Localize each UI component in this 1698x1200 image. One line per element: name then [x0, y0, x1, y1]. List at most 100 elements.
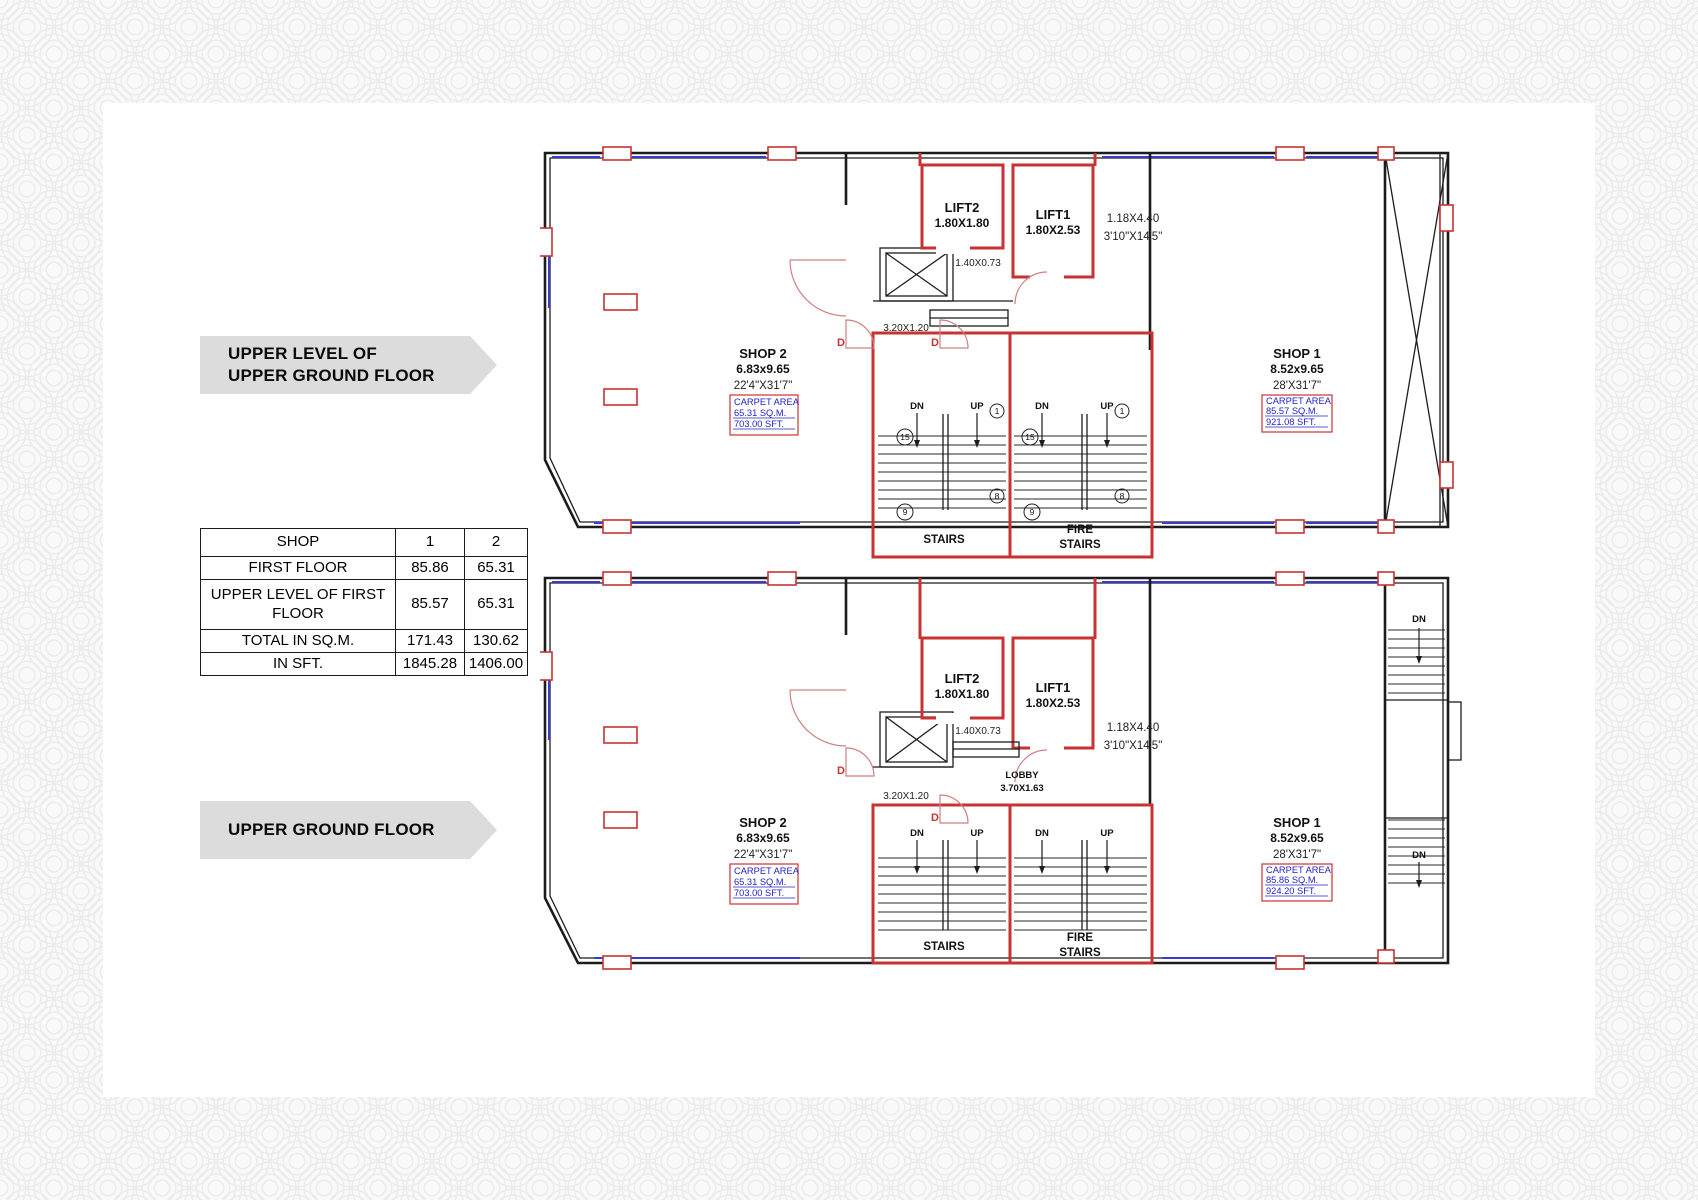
carpet-area-line: 65.31 SQ.M.: [734, 877, 786, 887]
table-row-in-sft: IN SFT. 1845.28 1406.00: [200, 652, 528, 676]
shop2-annotation: SHOP 2 6.83x9.65 22'4"X31'7" CARPET AREA…: [729, 815, 800, 905]
entry-size-label: 3.20X1.20: [883, 323, 929, 334]
passage-size-ft-label: 3'10"X14'5": [1104, 740, 1163, 752]
step-number: 15: [1025, 432, 1035, 442]
shop2-size-m: 6.83x9.65: [736, 831, 790, 845]
lift1-size: 1.80X2.53: [1026, 223, 1081, 237]
columns: [540, 146, 1454, 534]
shop2-annotation: SHOP 2 6.83x9.65 22'4"X31'7" CARPET AREA…: [729, 346, 800, 436]
stairs-dn-label: DN: [910, 828, 924, 839]
carpet-area-box: [1261, 394, 1333, 433]
lift-rooms: [918, 153, 1097, 283]
lift2-door-gap: [936, 713, 970, 724]
step-number: 1: [1120, 406, 1125, 416]
table-row-first-floor: FIRST FLOOR 85.86 65.31: [200, 556, 528, 580]
door-label: D: [837, 337, 845, 349]
fire-stairs-dn-label: DN: [1035, 401, 1049, 412]
fire-stairs-label: STAIRS: [1059, 947, 1101, 959]
door-label: D: [931, 812, 939, 824]
shop1-size-ft: 28'X31'7": [1273, 380, 1321, 392]
door-swings: [789, 689, 1048, 824]
lift1-door-gap: [1030, 743, 1064, 754]
fire-stairs-dn-label: DN: [1035, 828, 1049, 839]
carpet-area-box: [729, 394, 799, 436]
stairs-up-label: UP: [970, 828, 984, 839]
shop2-size-ft: 22'4"X31'7": [734, 849, 793, 861]
outer-walls: [543, 576, 1450, 965]
step-number: 9: [1030, 507, 1035, 517]
fire-stairs-up-label: UP: [1100, 828, 1114, 839]
carpet-area-line: CARPET AREA: [1266, 865, 1332, 875]
carpet-area-line: CARPET AREA: [1266, 396, 1332, 406]
fire-stairs-up-label: UP: [1100, 401, 1114, 412]
lift1-label: LIFT1: [1036, 680, 1071, 695]
columns: [540, 571, 1395, 970]
lift-rooms: [918, 578, 1097, 754]
outer-walls: [543, 151, 1450, 529]
carpet-area-box: [1261, 863, 1333, 902]
passage-size-m-label: 1.18X4.40: [1107, 213, 1159, 225]
table-row-total-sqm: TOTAL IN SQ.M. 171.43 130.62: [200, 629, 528, 653]
stair-treads: [878, 414, 1147, 510]
stair-direction-arrows: [914, 413, 1110, 448]
step-number: 9: [903, 507, 908, 517]
stairs-label: STAIRS: [923, 941, 965, 953]
door-label: D: [837, 765, 845, 777]
external-stair-dn-label: DN: [1412, 850, 1426, 861]
carpet-area-line: CARPET AREA: [734, 397, 800, 407]
floor-plan-upper-level: DN UP DN UP 15 1 9 8 15 1 9 8 STAIRS FIR…: [540, 146, 1454, 559]
shop2-label: SHOP 2: [739, 346, 786, 361]
table-row-upper-level: UPPER LEVEL OF FIRST FLOOR 85.57 65.31: [200, 579, 528, 630]
banner-upper-level-of-upper-ground-floor: UPPER LEVEL OF UPPER GROUND FLOOR: [200, 336, 497, 394]
carpet-area-line: 703.00 SFT.: [734, 888, 784, 898]
step-numbers: 15 1 9 8 15 1 9 8: [896, 403, 1130, 521]
shop1-label: SHOP 1: [1273, 346, 1320, 361]
row-value: 171.43: [395, 629, 465, 653]
lift2-label: LIFT2: [945, 671, 980, 686]
interior-walls: [844, 153, 1152, 350]
stairs-dn-label: DN: [910, 401, 924, 412]
row-label: UPPER LEVEL OF FIRST FLOOR: [200, 579, 396, 630]
duct-size-label: 1.40X0.73: [955, 726, 1001, 737]
lift1-label: LIFT1: [1036, 207, 1071, 222]
lift2-door-gap: [936, 242, 970, 254]
banner-line: UPPER GROUND FLOOR: [228, 819, 435, 839]
stair-core-walls: [871, 331, 1154, 559]
row-value: 130.62: [464, 629, 528, 653]
door-swings: [789, 259, 1048, 349]
shop-area-table: SHOP 1 2 FIRST FLOOR 85.86 65.31 UPPER L…: [200, 528, 528, 676]
carpet-area-line: 85.57 SQ.M.: [1266, 406, 1318, 416]
lift2-size: 1.80X1.80: [935, 216, 990, 230]
fire-stairs-label: FIRE: [1067, 932, 1094, 944]
lobby-size: 3.70X1.63: [1000, 783, 1043, 794]
lobby-label: LOBBY: [1005, 770, 1039, 781]
step-number: 8: [1120, 491, 1125, 501]
stair-direction-arrows: [914, 840, 1110, 874]
row-value: 85.57: [395, 579, 465, 630]
stair-core-walls: [871, 803, 1154, 965]
carpet-area-line: 85.86 SQ.M.: [1266, 875, 1318, 885]
step-number: 15: [900, 432, 910, 442]
row-value: 65.31: [464, 556, 528, 580]
row-value: 85.86: [395, 556, 465, 580]
shop1-size-m: 8.52x9.65: [1270, 362, 1324, 376]
table-header-row: SHOP 1 2: [200, 528, 528, 557]
row-label: TOTAL IN SQ.M.: [200, 629, 396, 653]
banner-line: UPPER GROUND FLOOR: [228, 366, 435, 385]
carpet-area-line: CARPET AREA: [734, 866, 800, 876]
row-value: 1845.28: [395, 652, 465, 676]
row-label: IN SFT.: [200, 652, 396, 676]
table-header-col1: 1: [395, 528, 465, 557]
fire-stairs-label: FIRE: [1067, 524, 1094, 536]
shop1-annotation: SHOP 1 8.52x9.65 28'X31'7" CARPET AREA 8…: [1261, 815, 1333, 902]
shop1-size-ft: 28'X31'7": [1273, 849, 1321, 861]
external-stair: [1383, 578, 1462, 963]
shop1-label: SHOP 1: [1273, 815, 1320, 830]
fire-stairs-label: STAIRS: [1059, 539, 1101, 551]
floor-plan-upper-ground: DN DN: [540, 571, 1462, 970]
duct-size-label: 1.40X0.73: [955, 258, 1001, 269]
shop2-size-ft: 22'4"X31'7": [734, 380, 793, 392]
passage-size-ft-label: 3'10"X14'5": [1104, 231, 1163, 243]
carpet-area-line: 924.20 SFT.: [1266, 886, 1316, 896]
